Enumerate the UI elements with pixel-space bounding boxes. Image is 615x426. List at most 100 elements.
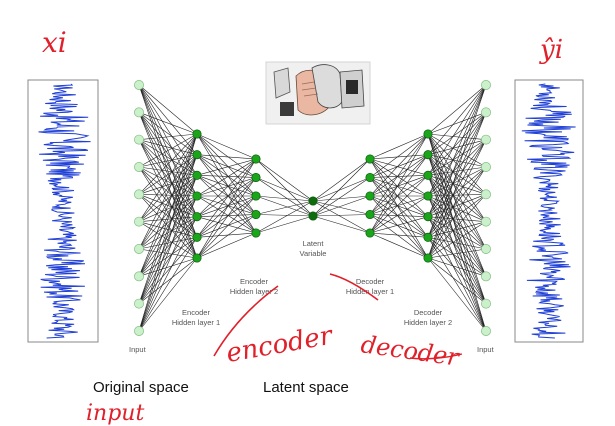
decoder-layer1-label-line2: Hidden layer 1 <box>346 287 394 296</box>
encoder-layer2-label-line1: Encoder <box>240 277 268 286</box>
network-edge <box>196 177 257 259</box>
network-edge <box>427 166 487 217</box>
network-edge <box>427 166 487 197</box>
network-edge <box>138 154 198 304</box>
network-edges <box>138 84 487 332</box>
hidden-node <box>365 228 375 238</box>
network-edge <box>138 237 198 332</box>
network-edge <box>196 154 257 197</box>
network-edge <box>427 84 487 176</box>
network-edge <box>138 175 198 195</box>
hidden-node <box>423 170 433 180</box>
network-edge <box>138 237 198 277</box>
input-node <box>134 107 144 118</box>
network-edge <box>427 195 487 332</box>
network-edge <box>255 195 314 217</box>
network-edge <box>312 214 371 217</box>
hidden-node <box>192 212 202 222</box>
hidden-node <box>423 191 433 201</box>
network-edge <box>427 139 487 259</box>
network-edge <box>196 175 257 197</box>
input-node <box>481 244 491 254</box>
network-edge <box>196 133 257 178</box>
network-edge <box>138 133 198 250</box>
network-edge <box>138 112 198 135</box>
network-edge <box>427 237 487 277</box>
network-edge <box>138 195 198 277</box>
network-edge <box>138 257 198 277</box>
network-edge <box>427 221 487 259</box>
network-edge <box>138 133 198 304</box>
network-edge <box>196 133 257 197</box>
network-edge <box>369 154 429 178</box>
shredder-hand-image <box>265 61 371 125</box>
handwritten-encoder: encoder <box>224 321 336 369</box>
network-edge <box>369 133 429 215</box>
hidden-node <box>365 154 375 164</box>
network-edge <box>369 158 429 197</box>
network-edge <box>427 166 487 259</box>
network-edge <box>138 195 198 332</box>
network-edge <box>196 158 257 259</box>
input-node <box>134 134 144 145</box>
hidden-node <box>251 209 261 220</box>
network-edge <box>369 214 429 238</box>
network-edge <box>196 158 257 176</box>
input-node <box>134 326 144 336</box>
network-edge <box>138 133 198 222</box>
network-edge <box>138 84 198 197</box>
network-edge <box>369 214 429 217</box>
decoder-layer2-label-line1: Decoder <box>414 308 443 317</box>
network-edge <box>196 158 257 217</box>
network-edge <box>427 257 487 304</box>
input-label-right: Input <box>477 345 495 354</box>
network-edge <box>427 84 487 259</box>
network-edge <box>427 237 487 250</box>
input-node <box>481 80 491 90</box>
network-edge <box>255 215 314 234</box>
network-edge <box>138 112 198 259</box>
network-edge <box>427 237 487 332</box>
hidden-node <box>423 212 433 222</box>
output-signal-trace <box>521 83 576 339</box>
network-edge <box>196 232 257 238</box>
network-edge <box>196 195 257 259</box>
hidden-node <box>423 150 433 160</box>
network-edge <box>427 154 487 304</box>
hidden-node <box>251 154 261 164</box>
network-edge <box>427 194 487 217</box>
network-edge <box>255 158 314 202</box>
network-edge <box>138 154 198 168</box>
decoder-layer2-label-line2: Hidden layer 2 <box>404 318 452 327</box>
hidden-node <box>423 232 433 242</box>
network-edge <box>369 195 429 215</box>
network-edge <box>369 175 429 178</box>
network-edge <box>196 214 257 217</box>
network-edge <box>427 248 487 259</box>
network-edge <box>312 158 371 217</box>
network-edge <box>138 139 198 155</box>
input-node <box>481 298 491 309</box>
network-edge <box>427 154 487 332</box>
hidden-node <box>192 129 202 139</box>
network-edge <box>369 195 429 234</box>
network-edge <box>138 175 198 222</box>
hidden-node <box>251 172 261 183</box>
network-edge <box>427 112 487 217</box>
network-edge <box>427 216 487 222</box>
network-edge <box>196 177 257 217</box>
input-node <box>481 271 491 282</box>
input-node <box>481 216 491 227</box>
network-edge <box>369 232 429 259</box>
network-edge <box>138 84 198 238</box>
network-edge <box>196 195 257 238</box>
network-edge <box>369 158 429 238</box>
network-edge <box>427 139 487 155</box>
network-edge <box>427 112 487 259</box>
input-node <box>134 80 144 90</box>
hidden-node <box>423 129 433 139</box>
latent-label-line1: Latent <box>303 239 325 248</box>
network-edge <box>427 195 487 304</box>
network-edge <box>369 175 429 215</box>
network-edge <box>369 158 429 259</box>
